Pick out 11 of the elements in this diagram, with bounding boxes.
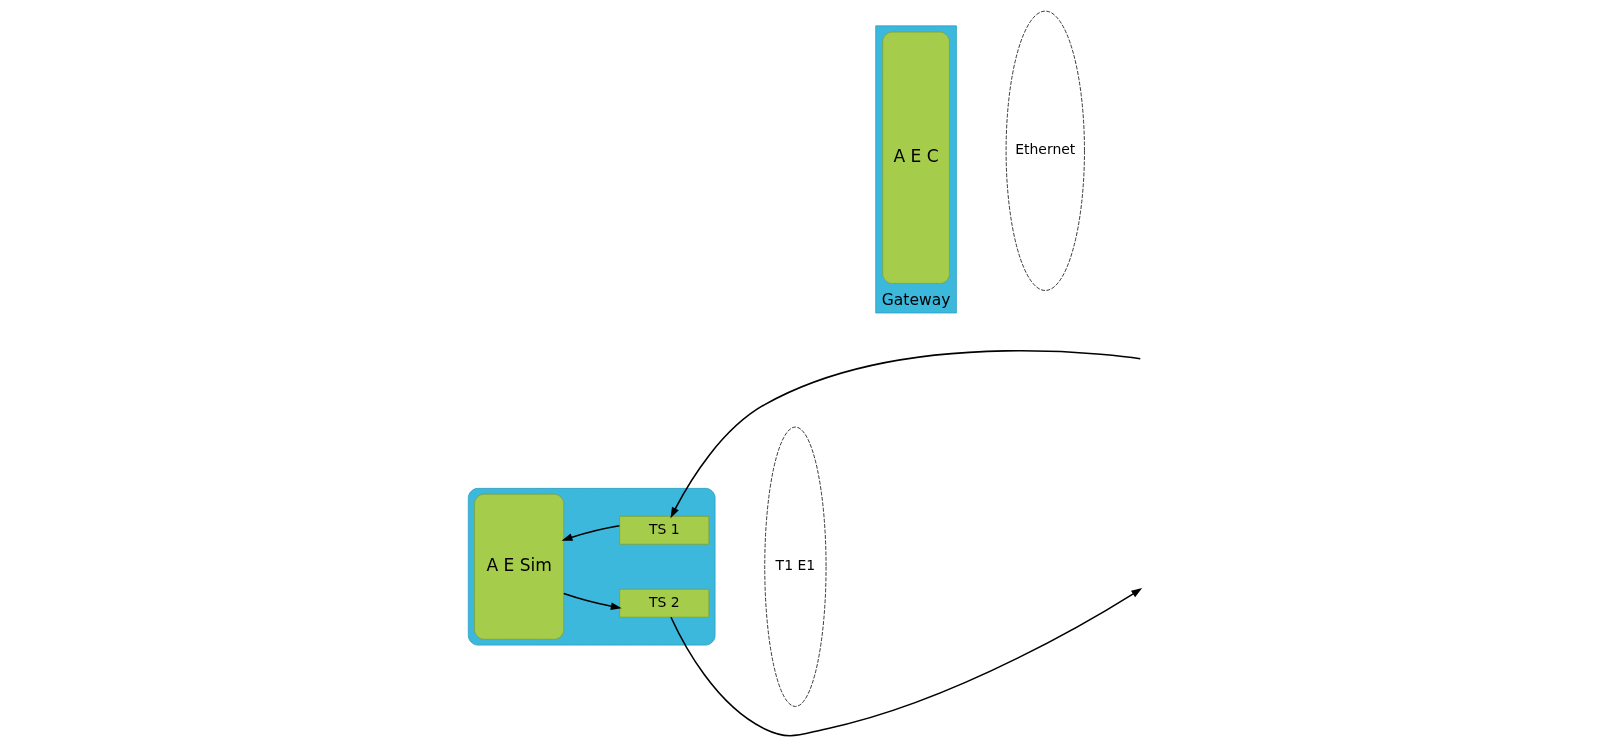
node-box: A E Sim bbox=[474, 493, 565, 640]
arrow bbox=[563, 592, 622, 610]
arrow bbox=[561, 525, 621, 541]
node-box: TS 1 bbox=[619, 515, 710, 545]
node-box: A E C bbox=[882, 31, 950, 284]
node-ellipse: T1 E1 bbox=[764, 426, 827, 707]
cluster bbox=[467, 488, 716, 646]
arrow bbox=[670, 588, 1143, 737]
node-ellipse: Ethernet bbox=[1005, 10, 1085, 291]
arrow bbox=[670, 350, 1142, 519]
node-box: TS 2 bbox=[619, 588, 710, 618]
